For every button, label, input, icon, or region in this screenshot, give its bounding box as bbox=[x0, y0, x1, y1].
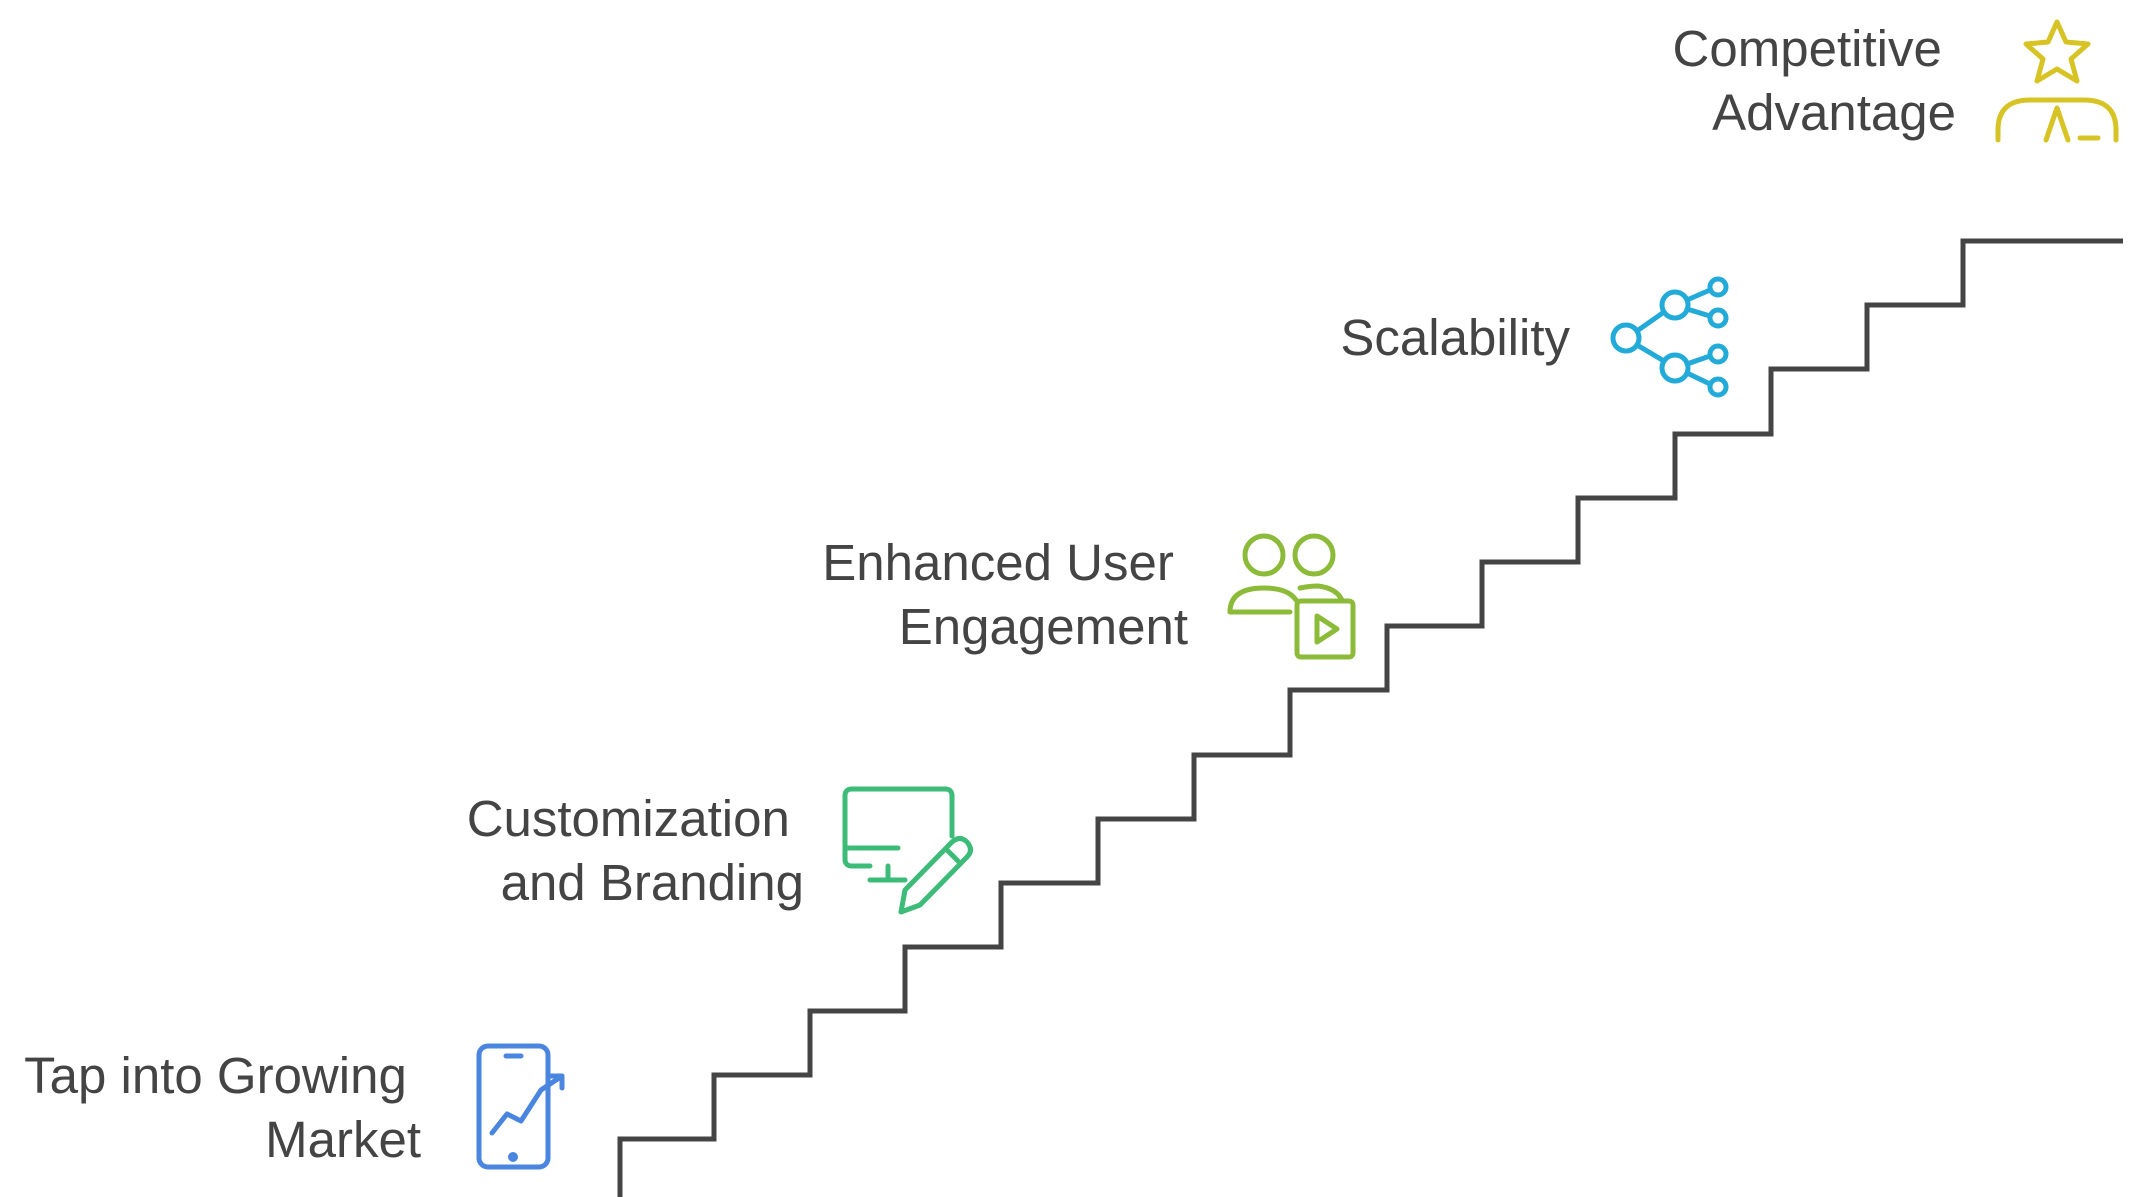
step-5-label-line-1: Competitive bbox=[1673, 20, 1942, 77]
step-3-label-line-1: Enhanced User bbox=[822, 534, 1174, 591]
step-4-label: Scalability bbox=[1340, 309, 1570, 366]
step-customization-and-branding: Customization and Branding bbox=[467, 786, 973, 915]
smartphone-growth-chart-icon bbox=[476, 1043, 565, 1170]
step-5-label: Competitive Advantage bbox=[1673, 20, 1956, 141]
step-enhanced-user-engagement: Enhanced User Engagement bbox=[822, 533, 1356, 660]
users-video-icon bbox=[1227, 533, 1356, 660]
step-2-label-line-2: and Branding bbox=[501, 854, 804, 911]
step-5-label-line-2: Advantage bbox=[1712, 84, 1956, 141]
step-scalability: Scalability bbox=[1340, 276, 1729, 398]
person-star-icon bbox=[1995, 19, 2119, 143]
network-share-icon bbox=[1610, 276, 1729, 398]
monitor-pencil-icon bbox=[842, 786, 973, 915]
step-3-label-line-2: Engagement bbox=[899, 598, 1188, 655]
step-1-label: Tap into Growing Market bbox=[24, 1047, 421, 1168]
step-competitive-advantage: Competitive Advantage bbox=[1673, 19, 2119, 143]
step-1-label-line-1: Tap into Growing bbox=[24, 1047, 407, 1104]
step-1-label-line-2: Market bbox=[265, 1111, 421, 1168]
step-3-label: Enhanced User Engagement bbox=[822, 534, 1188, 655]
step-tap-into-growing-market: Tap into Growing Market bbox=[24, 1043, 565, 1170]
step-2-label: Customization and Branding bbox=[467, 790, 804, 911]
step-4-label-line-1: Scalability bbox=[1340, 309, 1570, 366]
step-2-label-line-1: Customization bbox=[467, 790, 790, 847]
staircase-line bbox=[617, 238, 2123, 1197]
